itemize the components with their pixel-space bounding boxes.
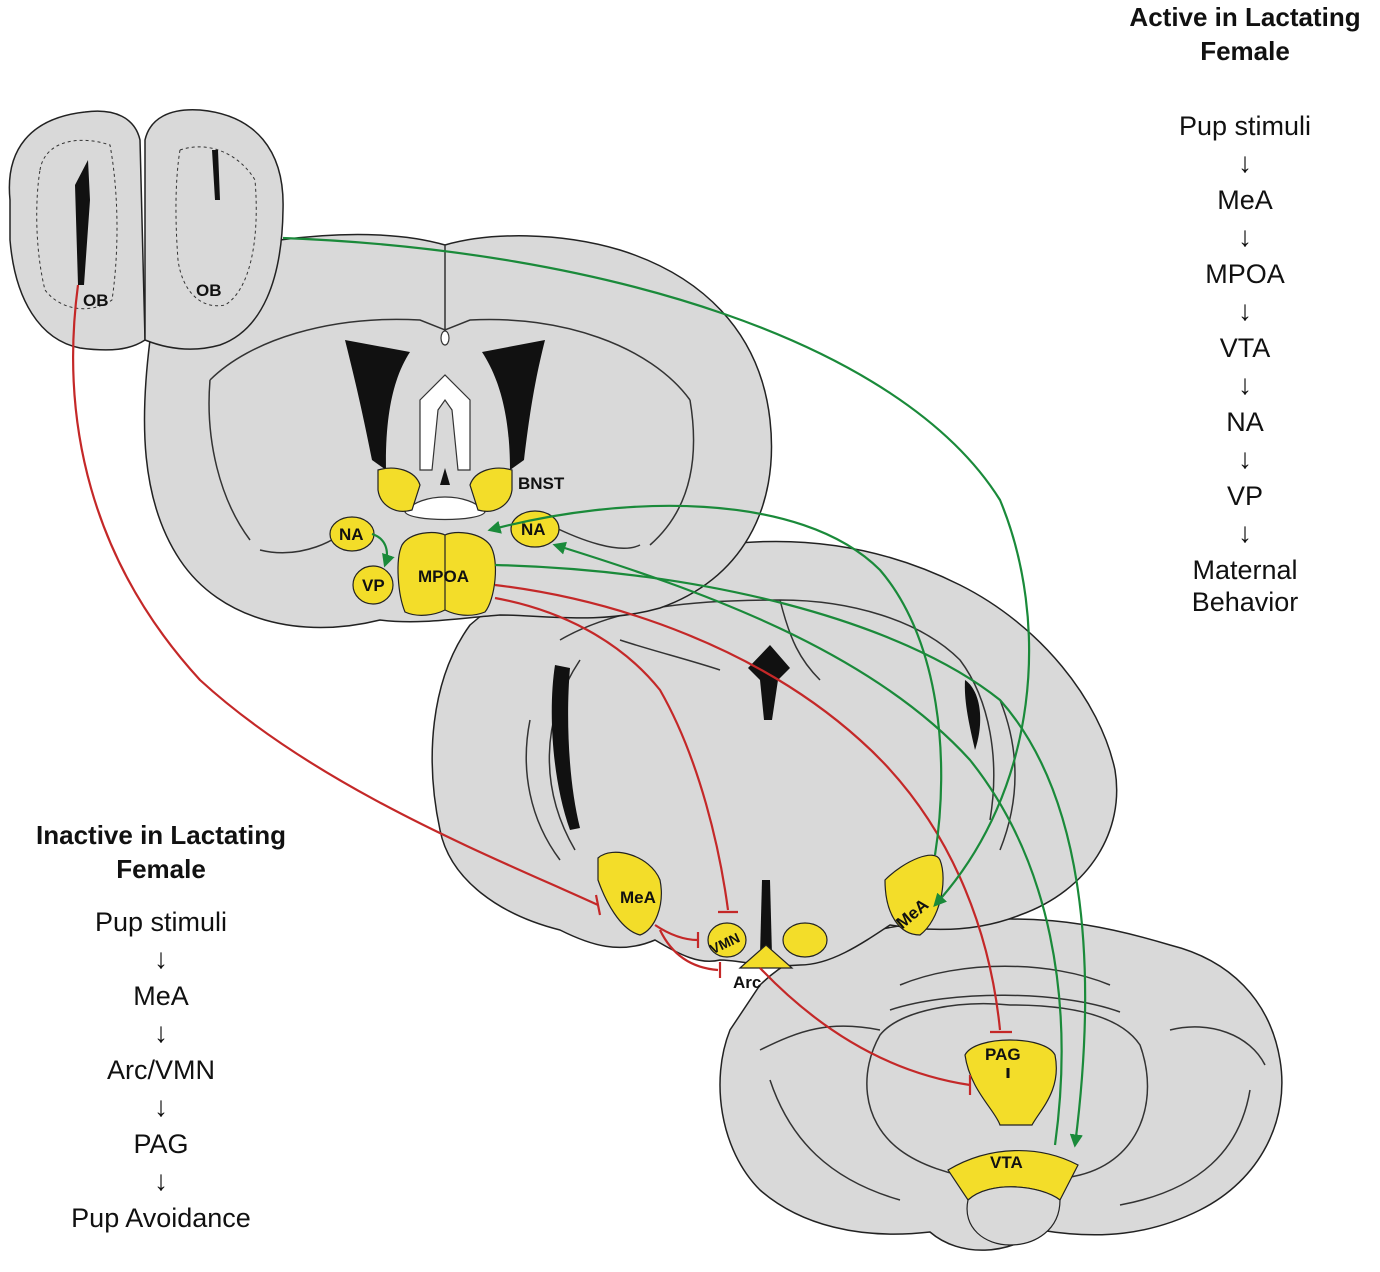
- label-vta: VTA: [990, 1153, 1023, 1172]
- inactive-step-arc-vmn: Arc/VMN: [107, 1055, 215, 1085]
- vmn-nucleus: [707, 922, 747, 958]
- vta-to-na-pathway: [552, 541, 1063, 1146]
- label-ob-left: OB: [83, 291, 109, 310]
- na-nucleus-right: [510, 510, 560, 548]
- lateral-ventricle-left: [345, 340, 410, 470]
- active-step-vp: VP: [1226, 481, 1264, 511]
- inactive-step-pup-avoidance: Pup Avoidance: [71, 1203, 251, 1233]
- active-step-mpoa: MPOA: [1205, 259, 1285, 289]
- bnst-nucleus-right: [469, 467, 513, 512]
- vp-nucleus: [352, 565, 394, 605]
- mpoa-to-pag-pathway: [494, 583, 1002, 1031]
- active-step-maternal-behavior: Maternal Behavior: [1191, 555, 1299, 617]
- third-ventricle-mid: [748, 645, 790, 720]
- excitatory-pathways: [282, 236, 1087, 1148]
- mpoa-to-vmn-pathway: [494, 596, 730, 911]
- mpoa-to-vta-pathway: [494, 563, 1087, 1148]
- olfactory-bulb-right: [144, 109, 284, 350]
- mpoa-nucleus: [397, 531, 496, 616]
- lateral-ventricle-mid-left: [551, 665, 580, 830]
- active-step-pup-stimuli: Pup stimuli: [1178, 111, 1312, 141]
- down-arrow-icon: ↓: [1238, 147, 1252, 178]
- hypothalamic-contours: [525, 599, 1016, 861]
- forebrain-contours: [208, 245, 695, 554]
- active-step-na: NA: [1226, 407, 1264, 437]
- active-flow-title: Active in Lactating Female: [1129, 2, 1361, 66]
- inactive-flow-title: Inactive in Lactating Female: [36, 820, 286, 884]
- third-ventricle-fore: [440, 468, 450, 485]
- inactive-step-pup-stimuli: Pup stimuli: [94, 907, 228, 937]
- lateral-ventricle-mid-right: [964, 680, 981, 750]
- label-pag: PAG: [985, 1045, 1021, 1064]
- down-arrow-icon: ↓: [1238, 221, 1252, 252]
- label-ob-right: OB: [196, 281, 222, 300]
- down-arrow-icon: ↓: [1238, 295, 1252, 326]
- arc-nucleus: [738, 944, 794, 969]
- down-arrow-icon: ↓: [154, 1017, 168, 1048]
- label-bnst: BNST: [518, 474, 565, 493]
- na-to-vp-pathway: [371, 532, 395, 568]
- cerebellum-outline: [866, 1003, 1149, 1183]
- inactive-step-mea: MeA: [133, 981, 189, 1011]
- mea-nucleus-left: [597, 851, 662, 936]
- ob-to-mea-right-pathway: [282, 236, 1031, 907]
- pons-base: [966, 1186, 1061, 1246]
- ob-to-mea-end: [594, 894, 602, 916]
- inhibitory-pathways: [72, 284, 1012, 1095]
- third-ventricle-ventral: [760, 880, 772, 955]
- down-arrow-icon: ↓: [1238, 369, 1252, 400]
- label-mea-left: MeA: [620, 888, 656, 907]
- active-flow-panel: Active in Lactating Female Pup stimuli ↓…: [1080, 0, 1380, 618]
- down-arrow-icon: ↓: [154, 1165, 168, 1196]
- mea-to-vmn-pathway: [654, 924, 699, 942]
- septum: [419, 374, 471, 471]
- ob-to-mea-pathway: [72, 284, 599, 906]
- lateral-ventricle-right: [482, 340, 545, 470]
- down-arrow-icon: ↓: [1238, 443, 1252, 474]
- pag-nucleus: [964, 1039, 1057, 1126]
- label-vp: VP: [362, 576, 385, 595]
- bnst-nucleus-left: [377, 467, 421, 512]
- label-arc: Arc: [733, 973, 761, 992]
- mea-to-bnst-pathway: [487, 504, 943, 856]
- inactive-flow-panel: Inactive in Lactating Female Pup stimuli…: [0, 818, 322, 1234]
- central-canal-marker: [440, 330, 450, 346]
- mea-to-arc-pathway: [659, 929, 719, 972]
- inactive-step-pag: PAG: [133, 1129, 189, 1159]
- label-na-right: NA: [521, 520, 546, 539]
- cerebellum-folds: [759, 965, 1266, 1206]
- label-mpoa: MPOA: [418, 567, 469, 586]
- label-na-left: NA: [339, 525, 364, 544]
- down-arrow-icon: ↓: [1238, 517, 1252, 548]
- arc-to-pag-pathway: [759, 967, 971, 1087]
- vmn-nucleus-right: [782, 922, 828, 958]
- active-step-mea: MeA: [1217, 185, 1273, 215]
- olfactory-bulb-layers: [36, 139, 257, 310]
- down-arrow-icon: ↓: [154, 1091, 168, 1122]
- anterior-commissure: [404, 496, 486, 521]
- active-step-vta: VTA: [1219, 333, 1271, 363]
- down-arrow-icon: ↓: [154, 943, 168, 974]
